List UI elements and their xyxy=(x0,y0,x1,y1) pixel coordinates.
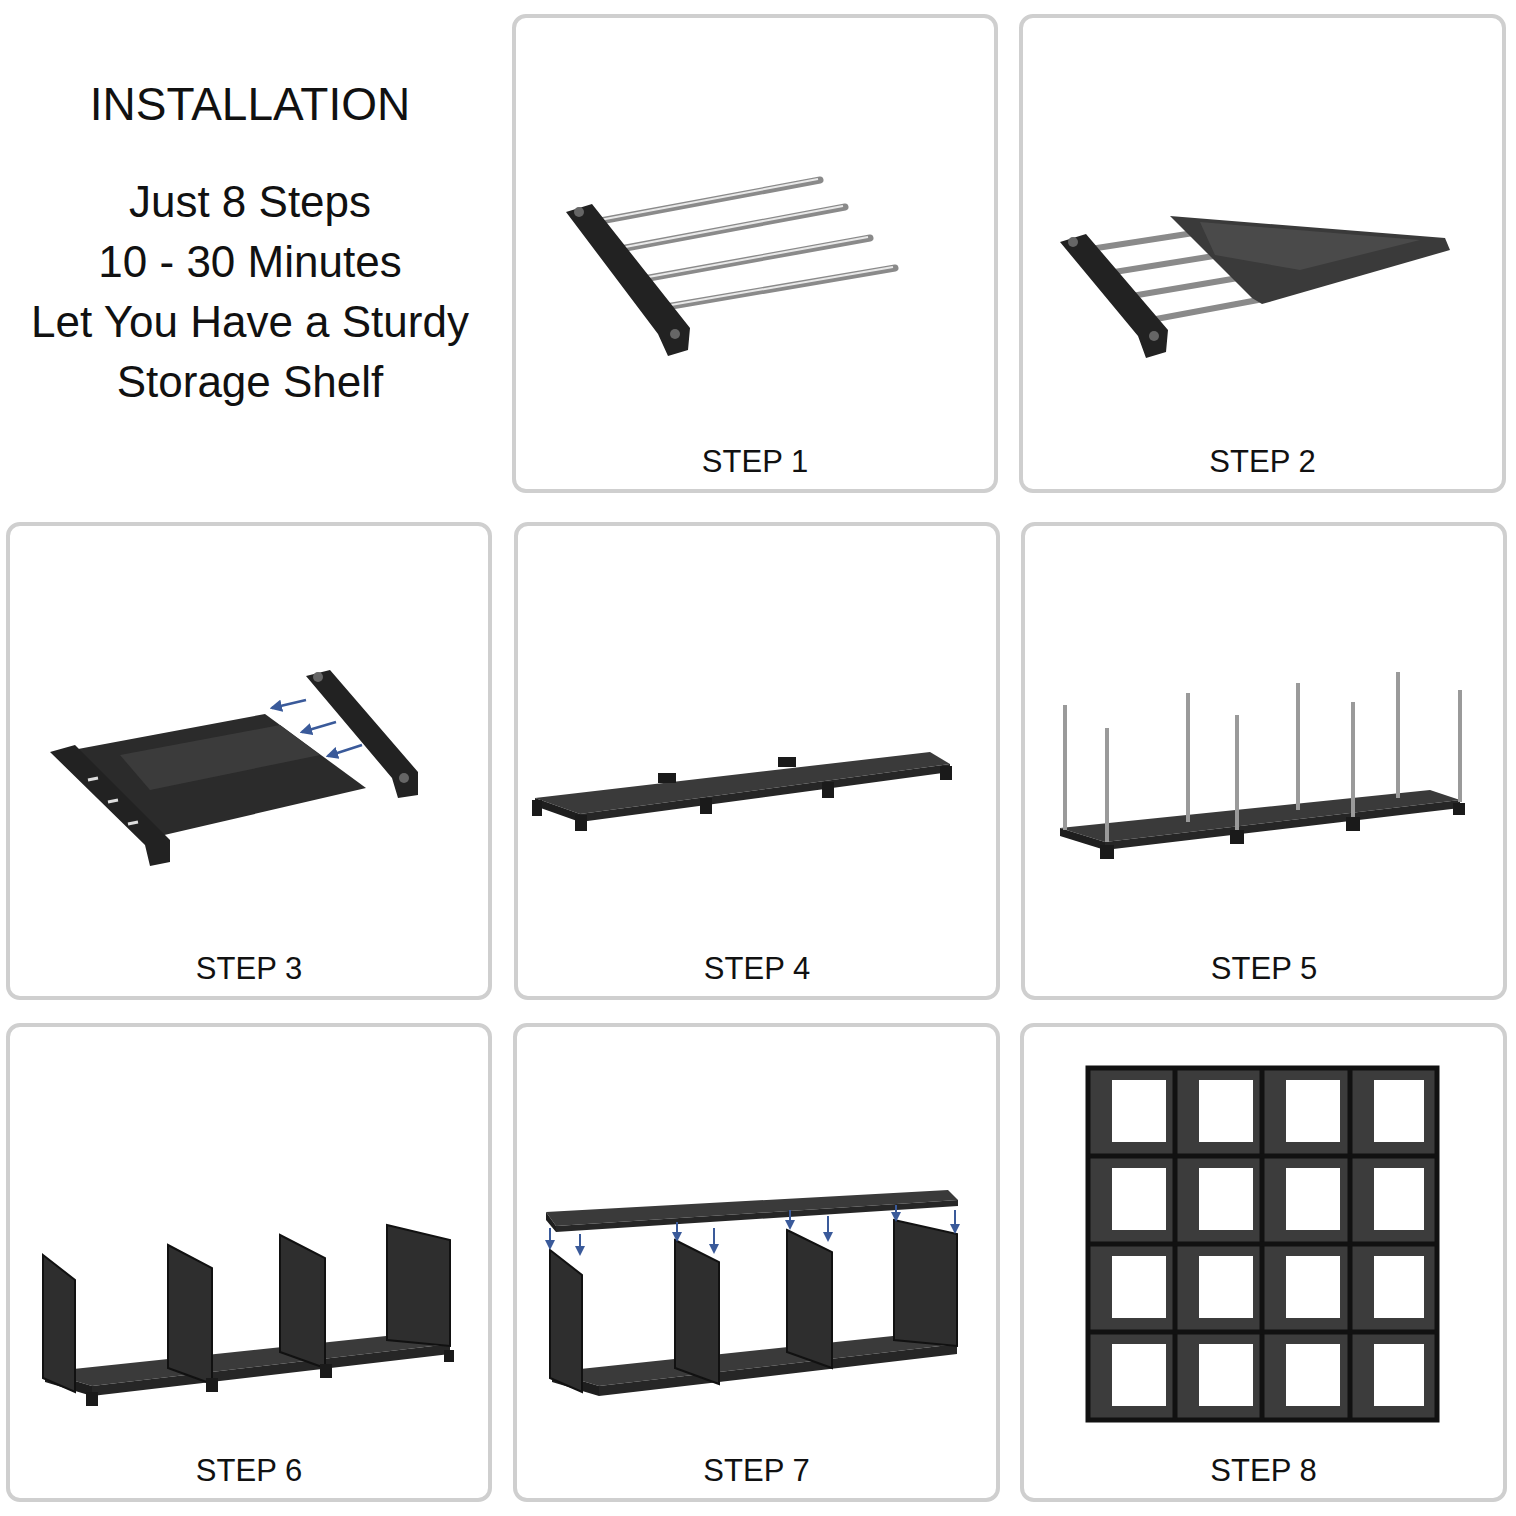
step-label: STEP 1 xyxy=(516,443,994,481)
step-panel: STEP 8 xyxy=(1020,1023,1507,1502)
step-label: STEP 4 xyxy=(518,950,996,988)
step-panel: STEP 4 xyxy=(514,522,1000,1000)
step-label: STEP 3 xyxy=(10,950,488,988)
step-label: STEP 6 xyxy=(10,1452,488,1490)
step-panel: STEP 6 xyxy=(6,1023,492,1502)
step8-figure xyxy=(1088,1068,1437,1420)
step-panel: STEP 3 xyxy=(6,522,492,1000)
subtitle-line: Let You Have a Sturdy Storage Shelf xyxy=(10,292,490,412)
step3-figure xyxy=(50,670,418,866)
step2-figure xyxy=(1060,216,1450,358)
step4-figure xyxy=(532,752,952,831)
step-label: STEP 5 xyxy=(1025,950,1503,988)
step-panel: STEP 5 xyxy=(1021,522,1507,1000)
step6-figure xyxy=(43,1225,454,1406)
step5-figure xyxy=(1060,672,1465,859)
step-panel: STEP 2 xyxy=(1019,14,1506,493)
step-label: STEP 2 xyxy=(1023,443,1502,481)
step-panel: STEP 7 xyxy=(513,1023,1000,1502)
subtitle-line: Just 8 Steps xyxy=(10,172,490,232)
step-label: STEP 7 xyxy=(517,1452,996,1490)
step7-figure xyxy=(546,1190,958,1396)
page-title: INSTALLATION xyxy=(10,76,490,132)
step1-figure xyxy=(566,179,895,356)
step-label: STEP 8 xyxy=(1024,1452,1503,1490)
subtitle-line: 10 - 30 Minutes xyxy=(10,232,490,292)
step-panel: STEP 1 xyxy=(512,14,998,493)
